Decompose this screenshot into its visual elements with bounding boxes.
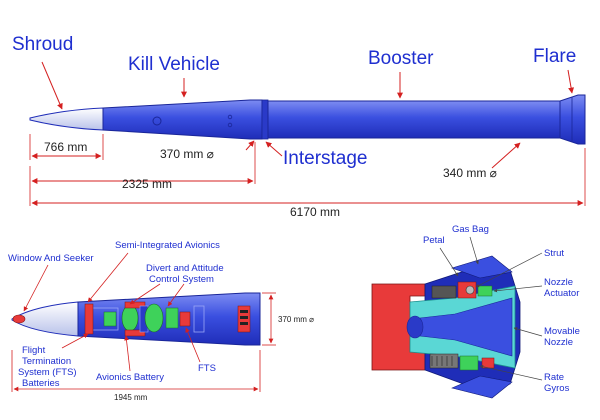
divert-tank-1	[121, 304, 139, 332]
booster-shape	[267, 100, 561, 139]
label-booster: Booster	[368, 48, 434, 69]
avionics-block-green-1	[103, 311, 117, 327]
label-movable-nozzle-line2: Nozzle	[544, 337, 573, 348]
label-fts-batteries-line4: Batteries	[22, 378, 60, 389]
dim-shroud-length: 766 mm	[44, 140, 87, 154]
label-nozzle-actuator-line1: Nozzle	[544, 277, 573, 288]
kill-vehicle-shape	[102, 99, 263, 140]
label-rate-gyros-line2: Gyros	[544, 383, 570, 394]
label-semi-avionics: Semi-Integrated Avionics	[115, 240, 220, 251]
kv-port	[152, 116, 162, 126]
interstage-ring	[261, 99, 269, 140]
label-divert-control: Divert and Attitude Control System	[146, 263, 226, 285]
dim-kv-diameter: 370 mm ⌀	[160, 147, 214, 161]
label-shroud: Shroud	[12, 34, 73, 55]
avionics-block-red	[84, 303, 94, 335]
label-rate-gyros: Rate Gyros	[544, 372, 570, 394]
label-rate-gyros-line1: Rate	[544, 372, 564, 383]
full-missile-view: Shroud Kill Vehicle Booster Flare Inters…	[12, 34, 586, 219]
label-flare: Flare	[533, 46, 576, 67]
dim-kv-cutaway-length: 1945 mm	[114, 393, 148, 402]
label-window-seeker: Window And Seeker	[8, 253, 94, 264]
dim-kv-length: 2325 mm	[122, 177, 172, 191]
label-fts: FTS	[198, 363, 216, 374]
dim-booster-diameter: 340 mm ⌀	[443, 166, 497, 180]
label-divert-control-line1: Divert and Attitude	[146, 263, 224, 274]
label-strut: Strut	[544, 248, 564, 259]
label-nozzle-actuator-line2: Actuator	[544, 288, 579, 299]
dim-total-length: 6170 mm	[290, 205, 340, 219]
strut-joint	[465, 285, 475, 295]
label-gas-bag: Gas Bag	[452, 224, 489, 235]
label-divert-control-line2: Control System	[149, 274, 214, 285]
nozzle-cutaway: Petal Gas Bag Strut Nozzle Actuator Mova…	[371, 224, 583, 399]
label-interstage: Interstage	[283, 148, 368, 169]
label-movable-nozzle: Movable Nozzle	[544, 326, 583, 348]
seeker-window	[12, 314, 26, 324]
label-fts-batteries: Flight Termination System (FTS) Batterie…	[18, 345, 79, 389]
label-movable-nozzle-line1: Movable	[544, 326, 580, 337]
rate-gyros-shape	[459, 355, 479, 371]
label-fts-batteries-line2: Termination	[22, 356, 71, 367]
label-petal: Petal	[423, 235, 445, 246]
divert-tank-2	[144, 303, 164, 333]
label-avionics-battery: Avionics Battery	[96, 372, 164, 383]
petal-shape	[451, 255, 513, 279]
dim-kv-cutaway-diameter: 370 mm ⌀	[278, 315, 314, 324]
label-fts-batteries-line3: System (FTS)	[18, 367, 77, 378]
fts-block	[179, 311, 191, 327]
label-nozzle-actuator: Nozzle Actuator	[544, 277, 579, 299]
shroud-shape	[29, 107, 104, 131]
flare-shape	[559, 94, 586, 145]
kill-vehicle-cutaway: Window And Seeker Semi-Integrated Avioni…	[8, 240, 314, 402]
label-kill-vehicle: Kill Vehicle	[128, 54, 220, 75]
label-fts-batteries-line1: Flight	[22, 345, 46, 356]
